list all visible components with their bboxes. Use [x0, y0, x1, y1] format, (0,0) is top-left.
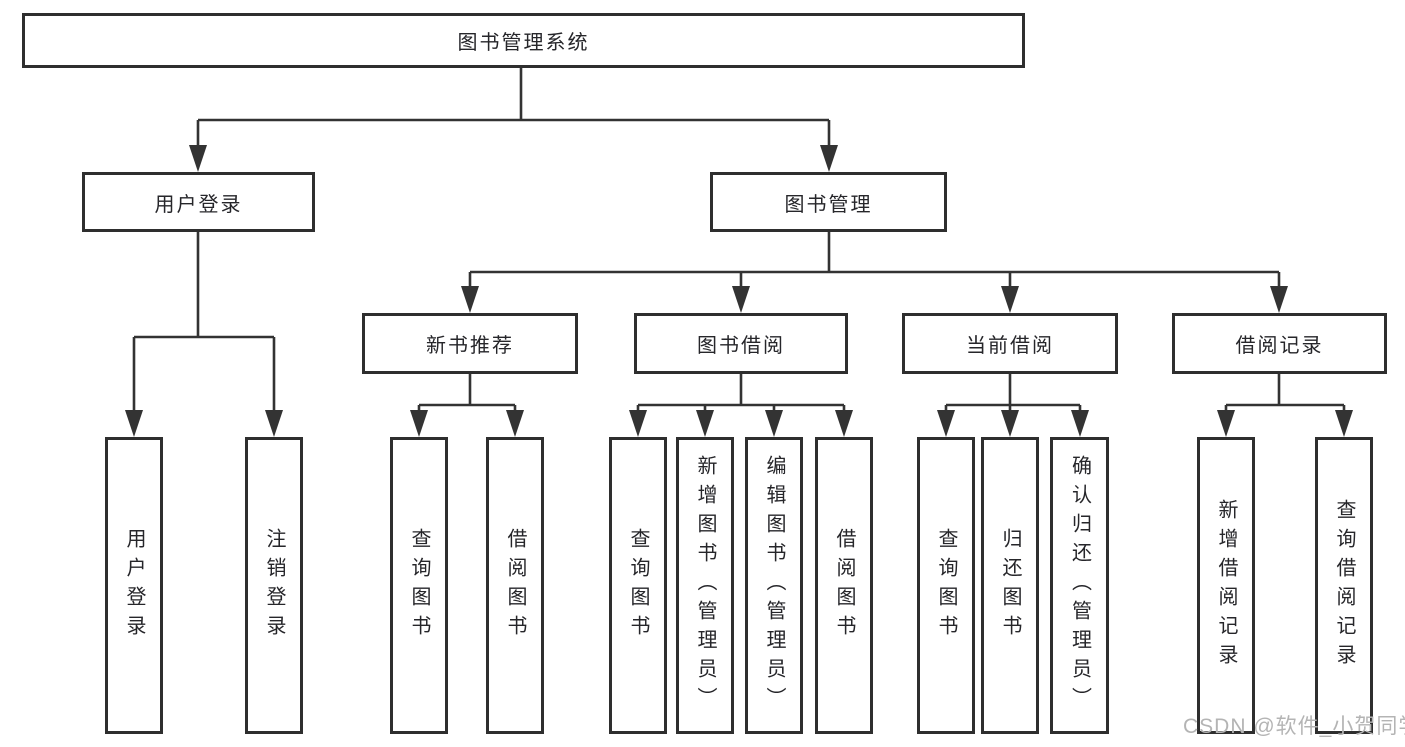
arrowhead-icon [1270, 286, 1288, 313]
connector-line [468, 232, 1281, 287]
arrowhead-icon [1001, 410, 1019, 437]
node-current-borrowing: 当前借阅 [902, 313, 1118, 374]
arrowhead-icon [125, 410, 143, 437]
leaf-query-books-3: 查询图书 [917, 437, 975, 734]
connector-line [944, 374, 1082, 411]
arrowhead-icon [937, 410, 955, 437]
node-label: 用户登录 [154, 193, 243, 216]
arrowhead-icon [506, 410, 524, 437]
node-new-book-recommend: 新书推荐 [362, 313, 578, 374]
leaf-label: 编辑图书（管理员） [763, 455, 785, 716]
arrowhead-icon [461, 286, 479, 313]
leaf-query-books-2: 查询图书 [609, 437, 667, 734]
leaf-query-borrow-record: 查询借阅记录 [1315, 437, 1373, 734]
leaf-user-login: 用户登录 [105, 437, 163, 734]
arrowhead-icon [410, 410, 428, 437]
leaf-query-books-1: 查询图书 [390, 437, 448, 734]
connector-records-to-leaves [1217, 374, 1353, 437]
node-label: 当前借阅 [966, 335, 1054, 357]
leaf-label: 归还图书 [999, 527, 1021, 644]
connector-line [132, 232, 276, 411]
leaf-label: 查询图书 [408, 527, 430, 644]
arrowhead-icon [765, 410, 783, 437]
leaf-label: 注销登录 [263, 527, 285, 644]
arrowhead-icon [820, 145, 838, 172]
leaf-label: 查询借阅记录 [1333, 498, 1355, 673]
node-label: 借阅记录 [1235, 335, 1324, 357]
node-label: 图书管理 [784, 193, 873, 216]
leaf-label: 查询图书 [935, 527, 957, 644]
watermark: CSDN @软件_小贺同学 [1183, 715, 1405, 738]
leaf-label: 用户登录 [123, 527, 145, 644]
arrowhead-icon [1335, 410, 1353, 437]
node-root-label: 图书管理系统 [457, 32, 590, 54]
connector-userlogin-to-leaves [125, 232, 283, 437]
node-borrowing-records: 借阅记录 [1172, 313, 1387, 374]
node-user-login: 用户登录 [82, 172, 315, 232]
connector-line [1224, 374, 1346, 411]
arrowhead-icon [1217, 410, 1235, 437]
connector-line [196, 68, 831, 146]
arrowhead-icon [835, 410, 853, 437]
leaf-label: 新增借阅记录 [1215, 498, 1237, 673]
connector-current-to-leaves [937, 374, 1089, 437]
arrowhead-icon [696, 410, 714, 437]
connector-line [636, 374, 846, 411]
connector-newbooks-to-leaves [410, 374, 524, 437]
arrowhead-icon [1071, 410, 1089, 437]
node-book-borrowing: 图书借阅 [634, 313, 848, 374]
node-root: 图书管理系统 [22, 13, 1025, 68]
leaf-borrow-books-2: 借阅图书 [815, 437, 873, 734]
leaf-add-books-admin: 新增图书（管理员） [676, 437, 734, 734]
arrowhead-icon [189, 145, 207, 172]
leaf-label: 借阅图书 [833, 527, 855, 644]
leaf-borrow-books-1: 借阅图书 [486, 437, 544, 734]
connector-borrow-to-leaves [629, 374, 853, 437]
connector-bookmgmt-to-level3 [461, 232, 1288, 313]
node-book-management: 图书管理 [710, 172, 947, 232]
leaf-label: 借阅图书 [504, 527, 526, 644]
leaf-label: 新增图书（管理员） [694, 455, 716, 716]
leaf-confirm-return-admin: 确认归还（管理员） [1050, 437, 1109, 734]
leaf-add-borrow-record: 新增借阅记录 [1197, 437, 1255, 734]
connector-line [417, 374, 517, 411]
leaf-edit-books-admin: 编辑图书（管理员） [745, 437, 803, 734]
leaf-label: 确认归还（管理员） [1068, 455, 1091, 716]
leaf-label: 查询图书 [627, 527, 649, 644]
leaf-logout: 注销登录 [245, 437, 303, 734]
arrowhead-icon [1001, 286, 1019, 313]
node-label: 新书推荐 [426, 335, 514, 357]
leaf-return-books: 归还图书 [981, 437, 1039, 734]
arrowhead-icon [265, 410, 283, 437]
connector-root-to-level2 [189, 68, 838, 172]
arrowhead-icon [732, 286, 750, 313]
arrowhead-icon [629, 410, 647, 437]
node-label: 图书借阅 [697, 335, 785, 357]
